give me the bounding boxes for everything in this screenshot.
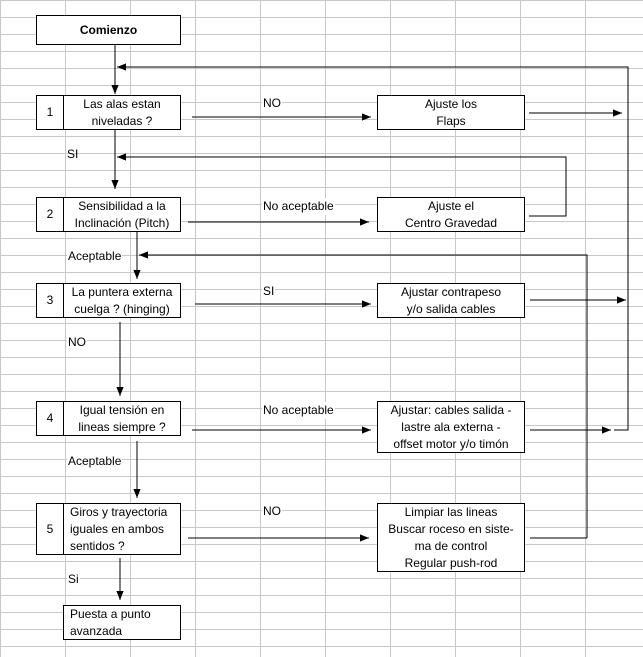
step-4-question: Igual tensión en lineas siempre ? <box>63 401 181 436</box>
step-2-down-label: Aceptable <box>67 248 123 265</box>
step-1-question: Las alas estan niveladas ? <box>63 95 181 130</box>
step-3-question: La puntera externa cuelga ? (hinging) <box>63 283 181 318</box>
step-5-number-box: 5 <box>36 503 64 555</box>
step-5-number: 5 <box>46 521 54 536</box>
step-5-action: Limpiar las lineas Buscar roceso en sist… <box>377 503 525 572</box>
step-3-number-box: 3 <box>36 283 64 318</box>
step-4-number-box: 4 <box>36 401 64 436</box>
step-5-question: Giros y trayectoria iguales en ambos sen… <box>63 503 181 555</box>
step-2-question: Sensibilidad a la Inclinación (Pitch) <box>63 197 181 232</box>
return-right-rail-to-step-3 <box>139 251 588 538</box>
step-1-branch-label: NO <box>262 95 282 112</box>
step-3-action: Ajustar contrapeso y/o salida cables <box>377 283 525 318</box>
end-box: Puesta a punto avanzada <box>63 605 181 640</box>
step-5-down-label: Si <box>67 571 80 588</box>
step-2-branch-label: No aceptable <box>262 198 335 215</box>
step-4-branch-label: No aceptable <box>262 402 335 419</box>
return-action-4-to-step-1 <box>614 113 629 431</box>
step-1-number: 1 <box>46 105 54 119</box>
return-action-2-to-step-1-line <box>117 153 567 217</box>
step-2-number-box: 2 <box>36 197 64 232</box>
step-4-action: Ajustar: cables salida - lastre ala exte… <box>377 401 525 453</box>
return-action-1-to-step-1 <box>117 63 629 113</box>
step-4-number: 4 <box>46 411 54 425</box>
step-2-action: Ajuste el Centro Gravedad <box>377 197 525 232</box>
start-box: Comienzo <box>36 15 181 45</box>
step-3-down-label: NO <box>67 334 87 351</box>
step-1-down-label: SI <box>67 147 79 161</box>
step-4-down-label: Aceptable <box>67 453 123 470</box>
step-3-number: 3 <box>46 293 54 307</box>
step-3-branch-label: SI <box>262 283 276 300</box>
step-1-number-box: 1 <box>36 95 64 130</box>
step-5-branch-label: NO <box>262 503 282 520</box>
step-2-number: 2 <box>46 207 54 221</box>
step-1-action: Ajuste los Flaps <box>377 95 525 130</box>
